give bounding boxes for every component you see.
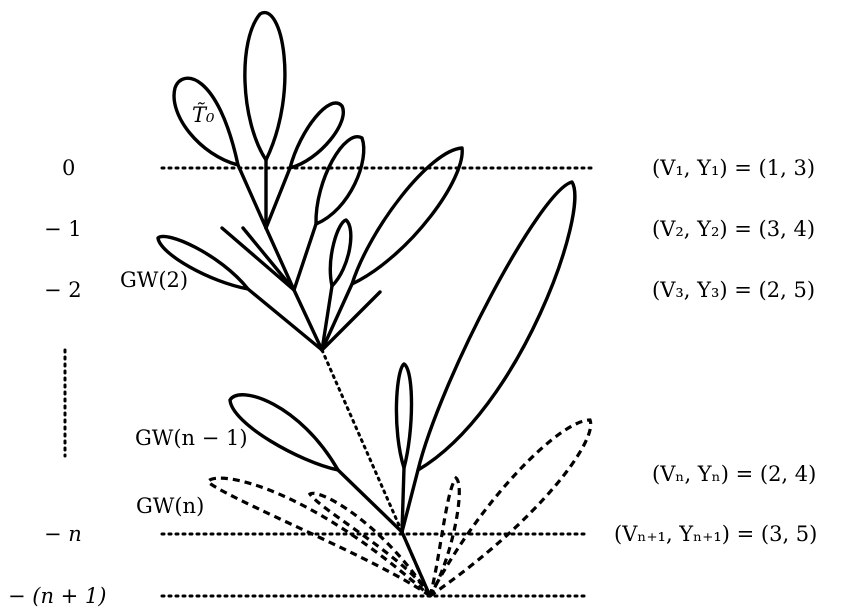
level-label-minus-1: − 1	[44, 217, 82, 241]
edge-l2-right	[320, 282, 354, 352]
pair-label-1: (V₁, Y₁) = (1, 3)	[652, 156, 815, 180]
petal-top-right	[288, 101, 345, 170]
petal-gw2	[156, 234, 250, 291]
label-gw-n-minus-1: GW(n − 1)	[135, 426, 248, 450]
edge-lower-left	[336, 468, 404, 534]
petal-gw-n-minus-1	[228, 393, 340, 472]
pair-label-n-plus-1: (Vₙ₊₁, Yₙ₊₁) = (3, 5)	[614, 522, 817, 546]
pair-labels: (V₁, Y₁) = (1, 3) (V₂, Y₂) = (3, 4) (V₃,…	[614, 156, 817, 546]
label-gw2: GW(2)	[120, 268, 188, 292]
edge-l2-gw2	[246, 287, 324, 352]
edge-l1-left-a	[220, 226, 296, 292]
dashed-tree-gw-n	[206, 418, 593, 598]
pair-label-n: (Vₙ, Yₙ) = (2, 4)	[652, 462, 816, 486]
level-label-minus-n: − n	[44, 522, 82, 546]
label-gw-n: GW(n)	[136, 494, 204, 518]
edge-l1-mid	[292, 222, 318, 292]
edge-l1-left-b	[241, 226, 296, 292]
level-label-0: 0	[62, 156, 75, 180]
edge-lower-right	[400, 468, 420, 534]
petal-upper-right	[350, 146, 464, 286]
dashed-petal-inner	[307, 491, 432, 597]
pair-label-3: (V₃, Y₃) = (2, 5)	[652, 278, 815, 302]
petal-narrow	[394, 362, 414, 470]
edge-l2-inner	[320, 284, 334, 352]
edge-l2-far-right	[320, 290, 382, 352]
petal-top-tall	[243, 10, 287, 162]
edge-lower-mid	[400, 466, 406, 534]
dashed-petal-right	[428, 418, 593, 598]
edge-l1-main	[264, 226, 296, 292]
tree-labels: T̃₀ GW(2) GW(n − 1) GW(n)	[120, 103, 248, 518]
lower-tree	[228, 180, 577, 598]
pair-label-2: (V₂, Y₂) = (3, 4)	[652, 217, 815, 241]
petal-t0	[172, 76, 240, 167]
edge-lower-root	[400, 530, 432, 598]
spine-dotted-link	[320, 348, 404, 534]
petal-mid	[314, 135, 366, 226]
level-labels: 0 − 1 − 2 − n − (n + 1)	[8, 156, 107, 608]
dashed-petal-left	[206, 476, 432, 598]
edge-root-a	[236, 163, 268, 230]
upper-tree	[156, 10, 464, 352]
dashed-petal-narrow	[428, 475, 461, 597]
level-lines	[63, 166, 594, 598]
label-t0: T̃₀	[192, 103, 215, 127]
edge-l2-main	[292, 288, 324, 352]
petal-small-inner	[328, 218, 353, 288]
level-label-minus-2: − 2	[44, 278, 82, 302]
level-label-minus-n-plus-1: − (n + 1)	[8, 584, 107, 608]
petal-big-right	[416, 180, 577, 472]
edge-root-c	[264, 166, 292, 230]
